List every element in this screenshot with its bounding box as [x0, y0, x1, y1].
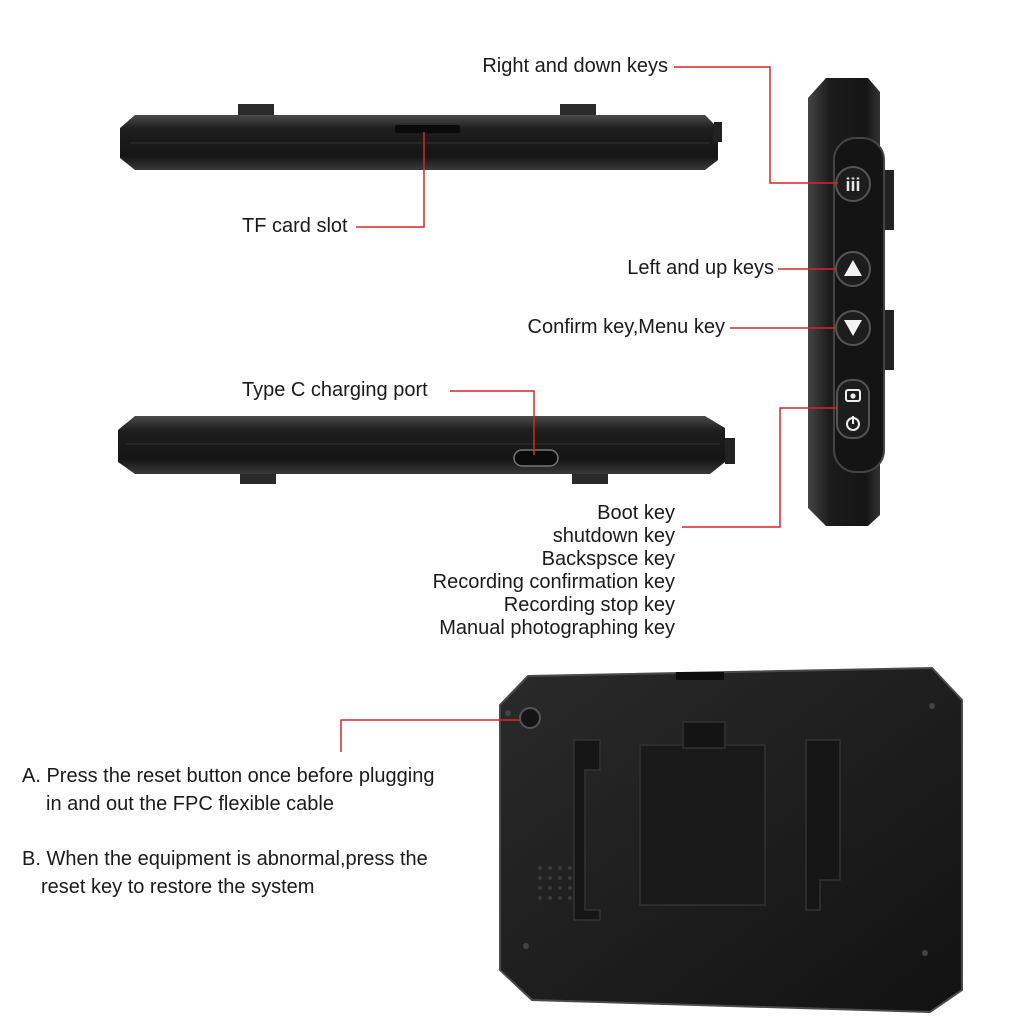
tf-card-slot [395, 125, 460, 133]
function-item: Manual photographing key [439, 617, 675, 639]
svg-text:iii: iii [845, 175, 860, 195]
note-b-line2: reset key to restore the system [41, 876, 315, 898]
triangle-up-icon [844, 260, 862, 276]
leader-lines [340, 66, 838, 752]
function-item: Recording confirmation key [432, 571, 675, 593]
reset-button [519, 707, 541, 729]
boot-key-function-list: Boot key shutdown key Backspsce key Reco… [433, 502, 675, 640]
label-left-up-keys: Left and up keys [627, 257, 774, 279]
device-back-view [499, 666, 963, 1014]
device-bottom-edge-view [118, 416, 735, 484]
note-b: B. When the equipment is abnormal,press … [22, 845, 428, 901]
function-item: Boot key [597, 502, 675, 524]
menu-icon [835, 166, 871, 202]
label-confirm-menu-key: Confirm key,Menu key [527, 316, 725, 338]
function-item: shutdown key [552, 525, 675, 547]
device-top-edge-view [120, 104, 722, 170]
note-a-line2: in and out the FPC flexible cable [46, 793, 334, 815]
device-side-view: iii [808, 78, 894, 526]
triangle-down-icon [844, 320, 862, 336]
label-right-down-keys: Right and down keys [482, 55, 668, 77]
function-item: Backspsce key [541, 548, 675, 570]
note-a: A. Press the reset button once before pl… [22, 762, 435, 818]
note-a-line1: A. Press the reset button once before pl… [22, 765, 435, 787]
function-item: Recording stop key [503, 594, 675, 616]
type-c-port [513, 449, 559, 467]
label-tf-card-slot: TF card slot [242, 215, 348, 237]
note-b-line1: B. When the equipment is abnormal,press … [22, 848, 428, 870]
label-type-c-port: Type C charging port [242, 379, 428, 401]
